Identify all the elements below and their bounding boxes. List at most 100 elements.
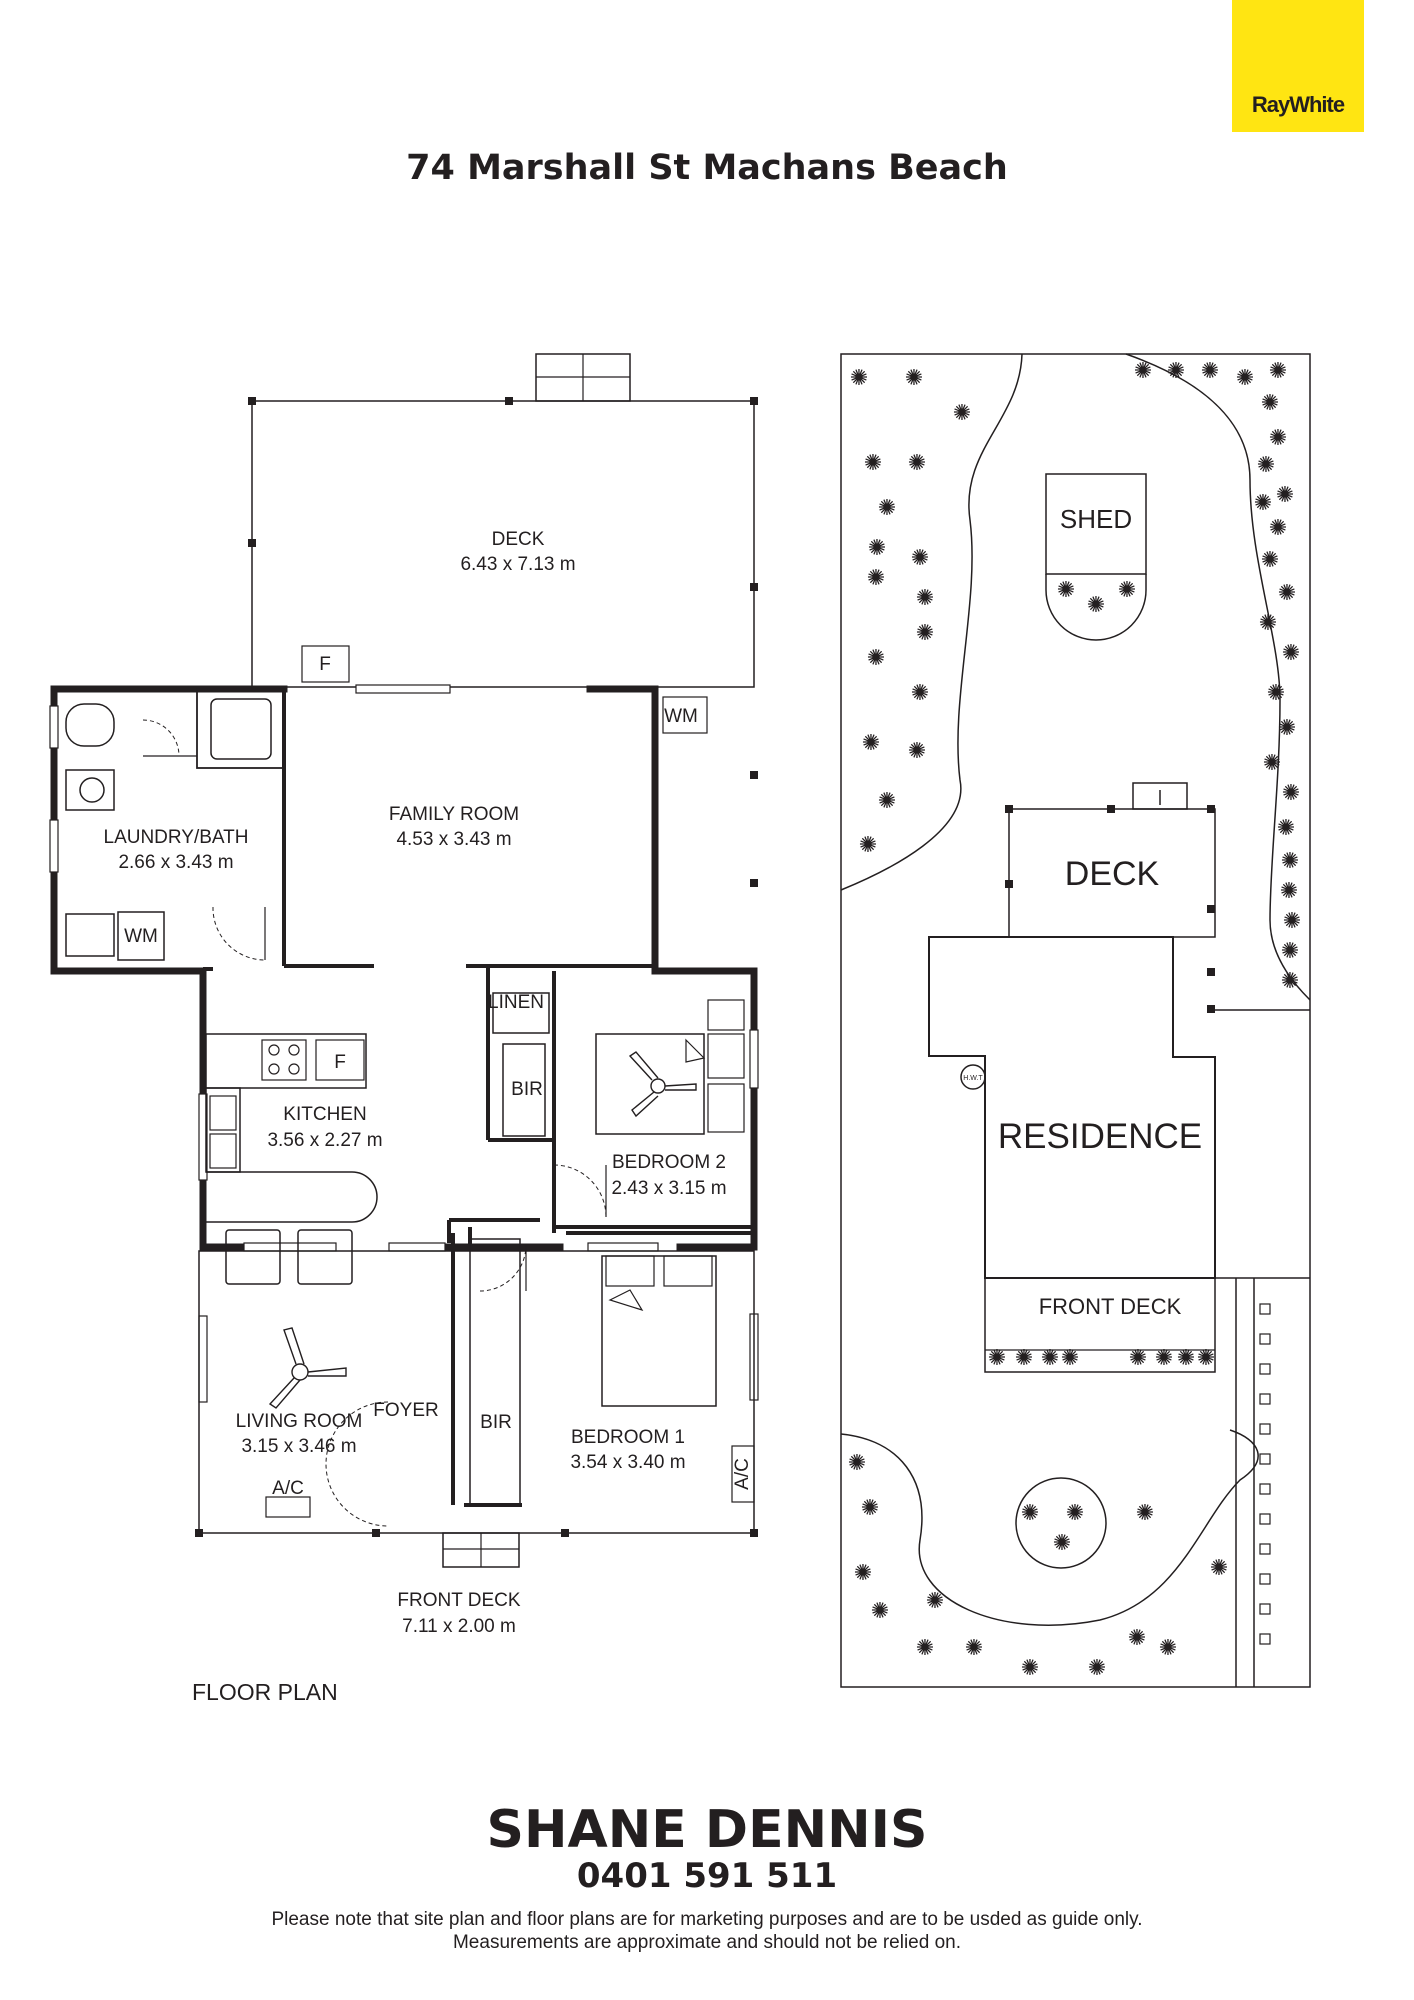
svg-text:✺: ✺ bbox=[1066, 1500, 1084, 1525]
floor-plan bbox=[49, 353, 759, 1568]
svg-text:✺: ✺ bbox=[867, 565, 885, 590]
svg-text:✺: ✺ bbox=[878, 788, 896, 813]
svg-text:✺: ✺ bbox=[1201, 358, 1219, 383]
svg-text:✺: ✺ bbox=[850, 365, 868, 390]
svg-text:✺: ✺ bbox=[1118, 577, 1136, 602]
family-room-name: FAMILY ROOM bbox=[389, 804, 519, 825]
svg-text:✺: ✺ bbox=[1278, 580, 1296, 605]
f-deck-label: F bbox=[319, 654, 331, 675]
wm-laundry-label: WM bbox=[124, 926, 158, 947]
svg-text:✺: ✺ bbox=[1134, 358, 1152, 383]
svg-text:✺: ✺ bbox=[1236, 365, 1254, 390]
svg-text:✺: ✺ bbox=[1159, 1635, 1177, 1660]
svg-text:✺: ✺ bbox=[1167, 358, 1185, 383]
deck-name: DECK bbox=[492, 529, 545, 550]
logo-text: RayWhite bbox=[1251, 92, 1345, 117]
svg-text:✺: ✺ bbox=[862, 730, 880, 755]
svg-text:✺: ✺ bbox=[911, 680, 929, 705]
kitchen-name: KITCHEN bbox=[283, 1104, 366, 1125]
bir2-label: BIR bbox=[511, 1079, 543, 1100]
floor-plan-label: FLOOR PLAN bbox=[192, 1679, 338, 1705]
svg-text:✺: ✺ bbox=[1283, 908, 1301, 933]
svg-text:✺: ✺ bbox=[1136, 1500, 1154, 1525]
svg-text:✺: ✺ bbox=[905, 365, 923, 390]
svg-text:✺: ✺ bbox=[1155, 1345, 1173, 1370]
svg-text:✺: ✺ bbox=[916, 585, 934, 610]
disclaimer-line-1: Please note that site plan and floor pla… bbox=[271, 1909, 1143, 1930]
foyer-label: FOYER bbox=[373, 1400, 438, 1421]
hwt-label: H.W.T bbox=[963, 1075, 983, 1082]
family-room-size: 4.53 x 3.43 m bbox=[396, 829, 511, 850]
svg-text:✺: ✺ bbox=[1057, 577, 1075, 602]
bedroom2-name: BEDROOM 2 bbox=[612, 1152, 726, 1173]
svg-text:✺: ✺ bbox=[1128, 1625, 1146, 1650]
bedroom1-name: BEDROOM 1 bbox=[571, 1427, 685, 1448]
svg-text:✺: ✺ bbox=[916, 1635, 934, 1660]
svg-text:✺: ✺ bbox=[1254, 490, 1272, 515]
svg-text:✺: ✺ bbox=[1261, 390, 1279, 415]
svg-text:✺: ✺ bbox=[1257, 452, 1275, 477]
svg-text:✺: ✺ bbox=[859, 832, 877, 857]
bir1-label: BIR bbox=[480, 1412, 512, 1433]
svg-text:✺: ✺ bbox=[1278, 715, 1296, 740]
bedroom2-size: 2.43 x 3.15 m bbox=[611, 1178, 726, 1199]
front-deck-name: FRONT DECK bbox=[397, 1590, 520, 1611]
shed-label: SHED bbox=[1060, 504, 1132, 534]
svg-text:✺: ✺ bbox=[1267, 680, 1285, 705]
svg-text:✺: ✺ bbox=[953, 400, 971, 425]
kitchen-size: 3.56 x 2.27 m bbox=[267, 1130, 382, 1151]
svg-text:✺: ✺ bbox=[864, 450, 882, 475]
svg-text:✺: ✺ bbox=[926, 1588, 944, 1613]
site-plan bbox=[840, 353, 1311, 1688]
site-deck-label: DECK bbox=[1065, 855, 1160, 893]
svg-text:✺: ✺ bbox=[1041, 1345, 1059, 1370]
svg-text:✺: ✺ bbox=[1282, 780, 1300, 805]
ac-living-label: A/C bbox=[272, 1478, 304, 1499]
svg-text:✺: ✺ bbox=[871, 1598, 889, 1623]
svg-text:✺: ✺ bbox=[878, 495, 896, 520]
svg-text:✺: ✺ bbox=[1061, 1345, 1079, 1370]
shrub-icons: ✺ ✺ ✺ ✺ ✺ ✺ ✺ ✺ ✺ ✺ ✺ ✺ ✺ ✺ ✺ ✺ ✺ ✺ ✺ ✺ ✺ ✺ ✺ ✺ ✺ ✺ ✺ ✺ ✺ ✺… bbox=[848, 358, 1301, 1680]
site-front-deck-label: FRONT DECK bbox=[1039, 1294, 1182, 1319]
svg-text:✺: ✺ bbox=[988, 1345, 1006, 1370]
f-kitchen-label: F bbox=[334, 1052, 346, 1073]
residence-label: RESIDENCE bbox=[998, 1117, 1202, 1156]
deck-size: 6.43 x 7.13 m bbox=[460, 554, 575, 575]
svg-text:✺: ✺ bbox=[1269, 425, 1287, 450]
agent-name: SHANE DENNIS bbox=[486, 1800, 928, 1860]
svg-text:✺: ✺ bbox=[848, 1450, 866, 1475]
disclaimer: Please note that site plan and floor pla… bbox=[0, 1908, 1414, 1954]
svg-text:✺: ✺ bbox=[916, 620, 934, 645]
svg-text:✺: ✺ bbox=[1276, 482, 1294, 507]
svg-text:✺: ✺ bbox=[1269, 515, 1287, 540]
svg-text:✺: ✺ bbox=[1259, 610, 1277, 635]
bedroom1-size: 3.54 x 3.40 m bbox=[570, 1452, 685, 1473]
svg-text:✺: ✺ bbox=[965, 1635, 983, 1660]
svg-text:✺: ✺ bbox=[1269, 358, 1287, 383]
svg-text:✺: ✺ bbox=[1277, 815, 1295, 840]
svg-text:✺: ✺ bbox=[867, 645, 885, 670]
svg-text:✺: ✺ bbox=[1261, 547, 1279, 572]
svg-text:✺: ✺ bbox=[911, 545, 929, 570]
svg-text:✺: ✺ bbox=[908, 450, 926, 475]
front-deck-size: 7.11 x 2.00 m bbox=[402, 1616, 516, 1637]
svg-text:✺: ✺ bbox=[1021, 1655, 1039, 1680]
property-title: 74 Marshall St Machans Beach bbox=[406, 148, 1008, 188]
svg-text:✺: ✺ bbox=[1087, 592, 1105, 617]
svg-text:✺: ✺ bbox=[1210, 1555, 1228, 1580]
svg-text:✺: ✺ bbox=[1053, 1530, 1071, 1555]
svg-text:✺: ✺ bbox=[1197, 1345, 1215, 1370]
agent-phone: 0401 591 511 bbox=[576, 1856, 838, 1896]
laundry-size: 2.66 x 3.43 m bbox=[118, 852, 233, 873]
laundry-name: LAUNDRY/BATH bbox=[104, 827, 249, 848]
svg-text:✺: ✺ bbox=[1177, 1345, 1195, 1370]
svg-text:✺: ✺ bbox=[1281, 938, 1299, 963]
living-room-name: LIVING ROOM bbox=[236, 1411, 363, 1432]
svg-text:✺: ✺ bbox=[1021, 1500, 1039, 1525]
svg-text:✺: ✺ bbox=[1129, 1345, 1147, 1370]
ac-bedroom-label: A/C bbox=[732, 1458, 753, 1490]
svg-text:✺: ✺ bbox=[868, 535, 886, 560]
svg-text:✺: ✺ bbox=[861, 1495, 879, 1520]
svg-text:✺: ✺ bbox=[1281, 848, 1299, 873]
